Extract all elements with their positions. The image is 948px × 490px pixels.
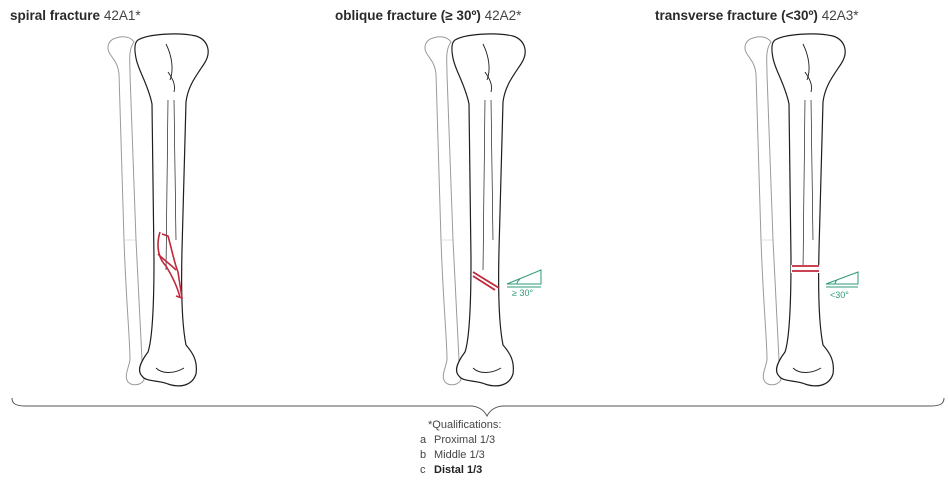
qualification-label: Distal 1/3 <box>434 464 482 476</box>
fibula-icon <box>425 37 461 385</box>
grouping-bracket <box>12 398 944 416</box>
qualification-letter: b <box>412 448 434 463</box>
fibula-icon <box>745 37 781 385</box>
angle-label-transverse: <30° <box>830 290 849 300</box>
fibula-icon <box>108 37 144 385</box>
qualification-label: Middle 1/3 <box>434 449 485 461</box>
bone-illustration-spiral <box>108 34 208 386</box>
qualification-label: Proximal 1/3 <box>434 434 495 446</box>
tibia-icon <box>135 34 208 386</box>
angle-icon-oblique <box>507 270 541 287</box>
angle-label-oblique: ≥ 30° <box>512 288 533 298</box>
bone-illustration-transverse <box>745 34 845 386</box>
qualification-letter: c <box>412 463 434 478</box>
qualification-item: aProximal 1/3 <box>412 433 501 448</box>
qualifications-heading: *Qualifications: <box>412 418 501 433</box>
qualifications-list: *Qualifications: aProximal 1/3 bMiddle 1… <box>412 418 501 478</box>
qualification-item: cDistal 1/3 <box>412 463 501 478</box>
angle-icon-transverse <box>826 272 858 287</box>
qualification-letter: a <box>412 433 434 448</box>
tibia-icon <box>772 34 845 386</box>
qualification-item: bMiddle 1/3 <box>412 448 501 463</box>
bone-illustration-oblique <box>425 34 525 386</box>
tibia-icon <box>452 34 525 386</box>
